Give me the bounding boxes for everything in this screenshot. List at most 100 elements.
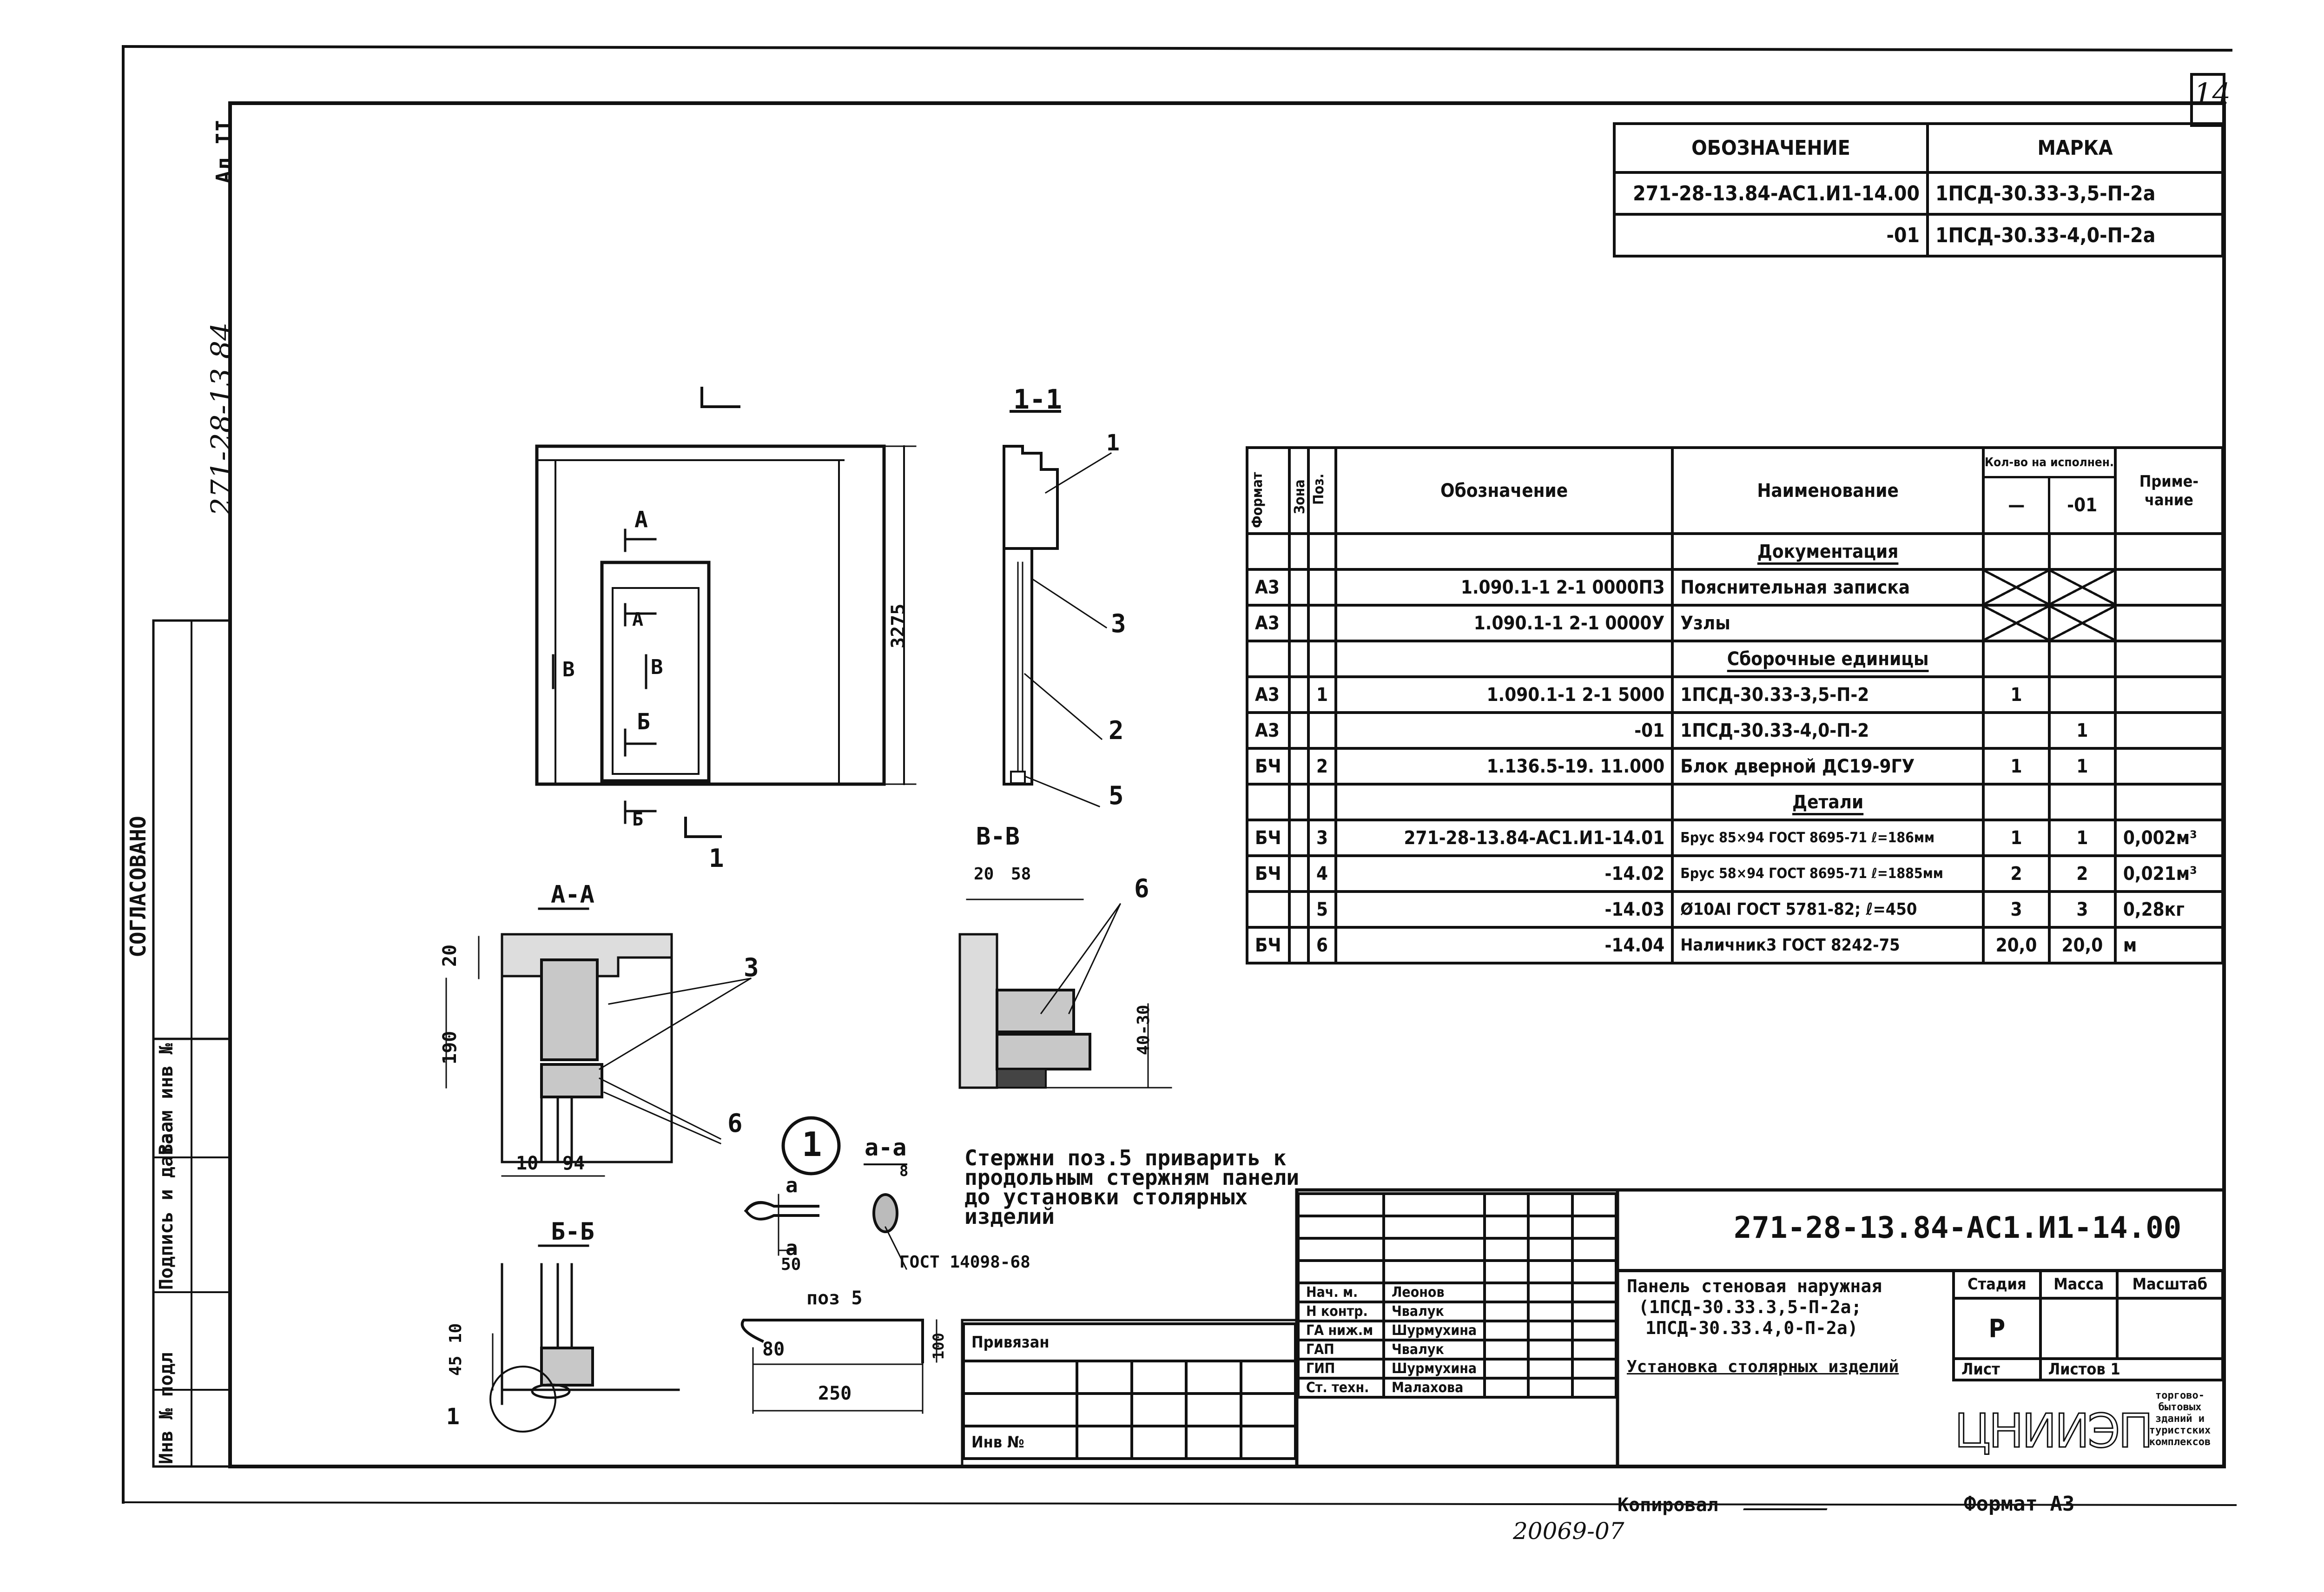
table-row: Ст. техн.Малахова	[1297, 1377, 1618, 1399]
dim-20b: 20	[974, 865, 994, 884]
cut-marker-b: Б	[637, 709, 650, 735]
cross-cell	[1982, 604, 2051, 642]
dim-10: 10	[516, 1153, 539, 1174]
podpis-data-label: Подпись и дата	[156, 1133, 177, 1290]
table-row: Документация	[1246, 532, 2225, 571]
cut-marker-v: В	[562, 658, 575, 681]
spec-table: Формат Зона Поз. Обозначение Наименовани…	[1246, 446, 2225, 964]
title-line-4: Установка столярных изделий	[1627, 1357, 1899, 1376]
privyazan-table: Привязан Инв №	[962, 1322, 1297, 1460]
left-strip-sheet-marker: Ал II	[211, 119, 237, 184]
table-row: А3 1.090.1-1 2-1 0000ПЗ Пояснительная за…	[1246, 568, 2225, 607]
callout-5: 5	[1109, 781, 1124, 810]
dim-94: 94	[562, 1153, 585, 1174]
sheets-label: Листов 1	[2039, 1357, 2225, 1381]
copied-signature	[1743, 1485, 1836, 1510]
marks-row-designation: -01	[1613, 213, 1929, 258]
handwritten-number: 20069-07	[1513, 1518, 1624, 1545]
cut-marker-1: 1	[709, 844, 724, 873]
callout-6: 6	[1134, 874, 1149, 903]
copied-label: Копировал	[1618, 1494, 1718, 1516]
spec-header-name: Наименование	[1671, 446, 1985, 535]
section-1-1-title: 1-1	[1013, 383, 1062, 415]
cut-marker-a: А	[632, 609, 644, 630]
mass-label: Масса	[2039, 1269, 2119, 1300]
welding-note: Стержни поз.5 приварить к продольным сте…	[964, 1145, 1300, 1229]
detail-1-number: 1	[802, 1125, 822, 1164]
table-row: Нач. м.Леонов	[1297, 1282, 1618, 1303]
dim-height: 3275	[888, 603, 909, 648]
section-v-v-title: В-В	[976, 823, 1020, 851]
table-row: А3 -01 1ПСД-30.33-4,0-П-2 1	[1246, 711, 2225, 750]
spec-header-qty: Кол-во на исполнен. — -01	[1982, 446, 2117, 535]
alpha-label: а	[786, 1174, 798, 1197]
section-alpha-title: а-а	[865, 1134, 907, 1161]
marks-table: ОБОЗНАЧЕНИЕ МАРКА 271-28-13.84-АС1.И1-14…	[1613, 122, 2224, 258]
gost-weld-label: ГОСТ 14098-68	[899, 1253, 1030, 1272]
stage-value: Р	[1952, 1297, 2042, 1360]
marks-header-mark: МАРКА	[1926, 122, 2224, 174]
dim-40-30: 40-30	[1134, 1004, 1153, 1055]
section-a-a-title: А-А	[551, 881, 594, 909]
table-row: А3 1.090.1-1 2-1 0000У Узлы	[1246, 604, 2225, 642]
dim-80: 80	[762, 1339, 785, 1360]
cut-marker-b: Б	[632, 809, 644, 830]
stage-label: Стадия	[1952, 1269, 2042, 1300]
callout-2: 2	[1109, 716, 1124, 745]
callout-3: 3	[744, 953, 759, 982]
dim-45: 45	[446, 1355, 465, 1376]
spec-section-title: Сборочные единицы	[1671, 640, 1985, 678]
dim-250: 250	[818, 1383, 852, 1404]
sheets-value: 1	[2110, 1360, 2120, 1379]
callout-6: 6	[727, 1109, 743, 1138]
title-line-2: (1ПСД-30.33.3,5-П-2а;	[1638, 1297, 1862, 1317]
pos5-label: поз 5	[806, 1288, 863, 1309]
cross-cell	[1982, 568, 2051, 607]
table-row: Сборочные единицы	[1246, 640, 2225, 678]
title-rule	[1618, 1269, 2224, 1272]
org-logo: ЦНИИЭП	[1954, 1403, 2153, 1459]
table-row: Детали	[1246, 783, 2225, 821]
format-label: Формат А3	[1964, 1492, 2075, 1516]
spec-header-note: Приме- чание	[2113, 446, 2225, 535]
cross-cell	[2047, 568, 2117, 607]
callout-1: 1	[446, 1404, 460, 1430]
inv-podl-label: Инв № подл	[156, 1352, 177, 1464]
dim-50: 50	[781, 1255, 801, 1274]
stage-table: Стадия Масса Масштаб Р Лист Листов 1	[1952, 1269, 2225, 1381]
dim-20: 20	[439, 944, 461, 967]
scale-label: Масштаб	[2115, 1269, 2225, 1300]
spec-header-format: Формат	[1246, 446, 1291, 535]
sheet-number: 14	[2194, 77, 2231, 111]
dim-8: 8	[899, 1162, 909, 1180]
org-text: торгово-бытовых зданий и туристских комп…	[2149, 1390, 2211, 1448]
marks-row-designation: 271-28-13.84-АС1.И1-14.00	[1613, 171, 1929, 216]
spec-section-title: Документация	[1671, 532, 1985, 571]
marks-row-mark: 1ПСД-30.33-4,0-П-2а	[1926, 213, 2224, 258]
spec-header-zone: Зона	[1287, 446, 1310, 535]
document-code: 271-28-13.84-АС1.И1-14.00	[1734, 1211, 2182, 1245]
left-strip-code: 271-28-13.84	[205, 322, 238, 516]
section-b-b-title: Б-Б	[551, 1218, 594, 1246]
dim-100: 100	[930, 1333, 947, 1360]
spec-section-title: Детали	[1671, 783, 1985, 821]
table-row: Н контр.Чвалук	[1297, 1301, 1618, 1322]
title-line-1: Панель стеновая наружная	[1627, 1276, 1882, 1296]
inv-no-label: Инв №	[962, 1425, 1078, 1460]
marks-row-mark: 1ПСД-30.33-3,5-П-2а	[1926, 171, 2224, 216]
agreed-label: СОГЛАСОВАНО	[125, 816, 151, 958]
dim-190: 190	[439, 1031, 461, 1064]
callout-1: 1	[1106, 430, 1120, 456]
cross-cell	[2047, 604, 2117, 642]
